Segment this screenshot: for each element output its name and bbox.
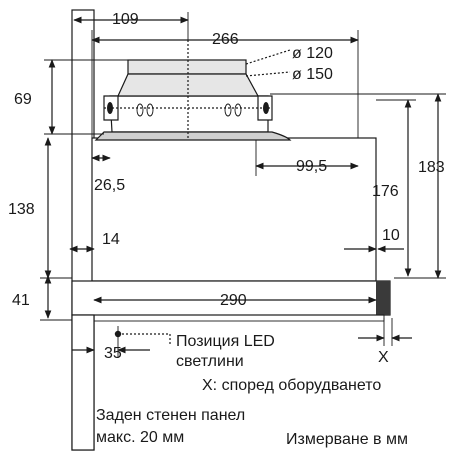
fan-unit <box>94 40 292 141</box>
outlet-nozzle <box>127 59 247 75</box>
dim-26-5: 26,5 <box>94 177 125 194</box>
hood-body <box>91 137 377 282</box>
slot-hole <box>146 103 154 117</box>
slot-hole <box>234 103 242 117</box>
fan-housing <box>109 95 269 133</box>
dim-69: 69 <box>14 91 32 108</box>
dim-109: 109 <box>112 11 139 28</box>
slot-hole <box>224 103 232 117</box>
dim-35: 35 <box>104 345 122 362</box>
led-label-line2: светлини <box>176 353 244 370</box>
rear-wall-lower <box>71 314 95 451</box>
wall-label-line2: макс. 20 мм <box>96 429 184 446</box>
dim-266: 266 <box>212 31 239 48</box>
wall-label-line1: Заден стенен панел <box>96 407 245 424</box>
drawer-front <box>376 281 390 315</box>
dim-176: 176 <box>372 183 399 200</box>
leader-120 <box>245 49 291 65</box>
dim-183: 183 <box>418 159 445 176</box>
led-label-line1: Позиция LED <box>176 333 275 350</box>
dim-14: 14 <box>102 231 120 248</box>
dim-41: 41 <box>12 292 30 309</box>
x-note: X: според оборудването <box>202 377 381 394</box>
dim-150: ø 150 <box>292 66 333 83</box>
dim-10: 10 <box>382 227 400 244</box>
labels: Позиция LED светлини X: според оборудван… <box>96 333 408 448</box>
dim-290: 290 <box>220 292 247 309</box>
dimension-texts: 109 266 ø 120 ø 150 69 26,5 99,5 183 176… <box>8 11 445 366</box>
leader-150 <box>245 71 291 77</box>
dimension-lines <box>40 12 446 358</box>
fan-base <box>94 131 292 141</box>
dim-120: ø 120 <box>292 45 333 62</box>
led-marker <box>114 330 122 338</box>
slot-hole <box>136 103 144 117</box>
units-label: Измерване в мм <box>286 431 408 448</box>
dim-99-5: 99,5 <box>296 158 327 175</box>
dim-138: 138 <box>8 201 35 218</box>
hood-outline <box>71 9 391 451</box>
dim-x: X <box>378 349 389 366</box>
under-strip <box>93 314 385 322</box>
